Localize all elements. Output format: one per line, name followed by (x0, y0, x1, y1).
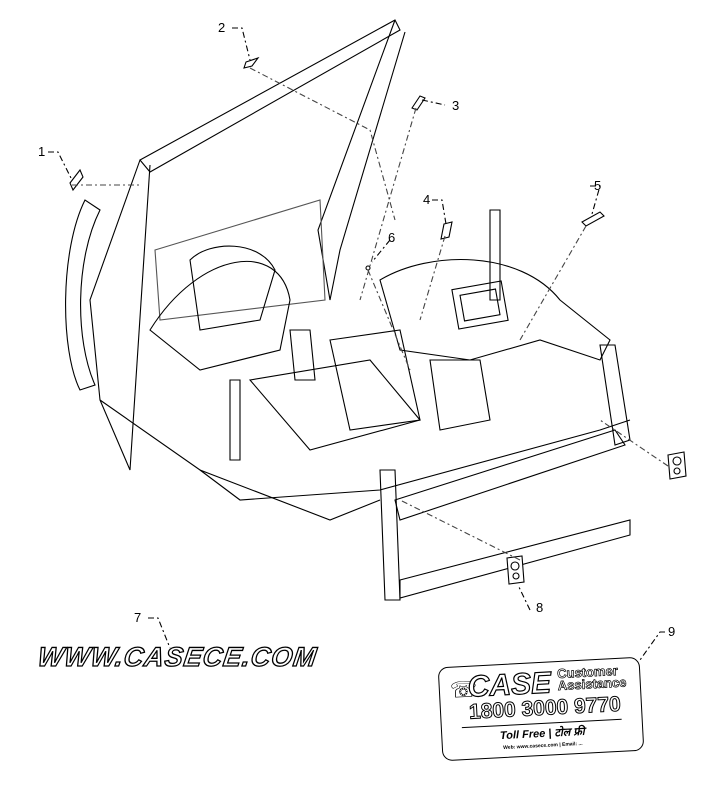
callout-2: 2 (218, 20, 226, 35)
decal-5 (581, 211, 605, 227)
website-decal: WWW.CASECE.COM (35, 641, 320, 672)
grab-handle (65, 199, 101, 391)
decal-title-line2: Assistance (557, 674, 627, 694)
decal-6 (365, 265, 371, 271)
callout-6: 6 (388, 230, 396, 245)
leader-lines (48, 27, 669, 661)
decal-4 (440, 221, 453, 240)
callout-7: 7 (134, 610, 142, 625)
decal-shapes (69, 56, 687, 585)
cab-frame (65, 19, 631, 601)
front-post-left (379, 469, 401, 601)
callout-1: 1 (38, 144, 46, 159)
decal-1 (69, 168, 84, 192)
decal-2 (243, 56, 260, 69)
callout-8: 8 (536, 600, 544, 615)
callout-3: 3 (452, 98, 460, 113)
decal-3 (411, 95, 426, 111)
callout-4: 4 (423, 192, 431, 207)
callout-5: 5 (594, 178, 602, 193)
callout-9: 9 (668, 624, 676, 639)
